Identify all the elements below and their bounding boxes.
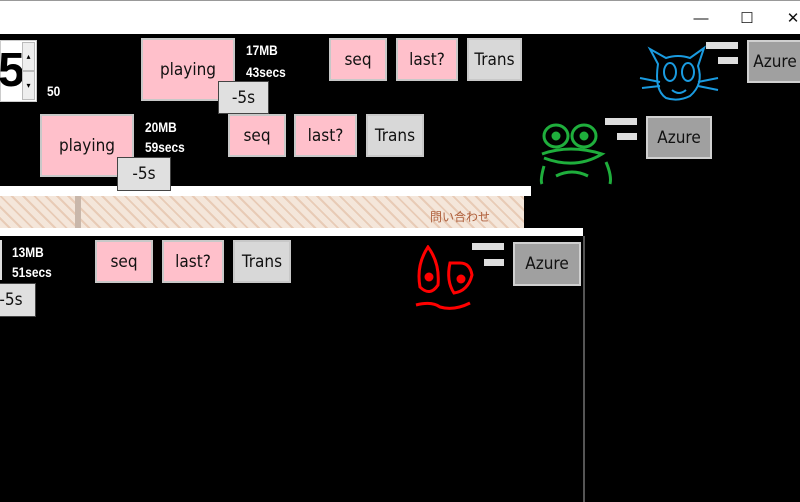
trans-button[interactable]: Trans [233,240,291,283]
patterned-banner: 問い合わせ [0,196,524,228]
file-size: 17MB [246,42,278,58]
minimize-bar [706,42,738,49]
spinner-down-button[interactable]: ▾ [22,71,35,100]
seq-button[interactable]: seq [228,114,286,157]
playing-button[interactable]: playing [141,38,235,101]
minimize-button[interactable]: — [693,9,709,27]
cat-icon [639,45,719,101]
minimize-bar [484,259,504,266]
trans-button[interactable]: Trans [467,38,522,81]
window-edge [0,228,583,236]
azure-button[interactable]: Azure [513,242,581,286]
last-button[interactable]: last? [396,38,458,81]
number-spinner[interactable]: 5 ▴ ▾ [0,40,37,102]
face-icon [415,245,474,310]
trans-button[interactable]: Trans [366,114,424,157]
duration: 51secs [12,264,52,280]
title-bar: — ☐ ✕ [0,0,800,34]
duration: 59secs [145,139,185,155]
minimize-bar [605,118,637,125]
minimize-bar [472,243,504,250]
azure-button[interactable]: Azure [646,116,712,159]
seq-button[interactable]: seq [95,240,153,283]
window-border [583,236,585,502]
spinner-value: 5 [0,44,25,97]
duration: 43secs [246,64,286,80]
last-button[interactable]: last? [294,114,357,157]
maximize-button[interactable]: ☐ [740,10,754,27]
minimize-bar [718,57,738,64]
rewind-5s-button[interactable]: -5s [218,81,269,114]
seq-button[interactable]: seq [329,38,387,81]
azure-button[interactable]: Azure [747,40,800,83]
frog-icon [539,123,612,185]
file-size: 20MB [145,119,177,135]
file-size: 13MB [12,244,44,260]
spinner-label: 50 [47,83,61,99]
rewind-5s-button[interactable]: -5s [117,157,171,191]
spinner-up-button[interactable]: ▴ [22,42,35,71]
rewind-5s-button[interactable]: -5s [0,283,36,317]
window-edge [0,186,531,196]
minimize-bar [617,133,637,140]
last-button[interactable]: last? [162,240,224,283]
close-button[interactable]: ✕ [786,10,800,27]
contact-link[interactable]: 問い合わせ [430,210,491,224]
